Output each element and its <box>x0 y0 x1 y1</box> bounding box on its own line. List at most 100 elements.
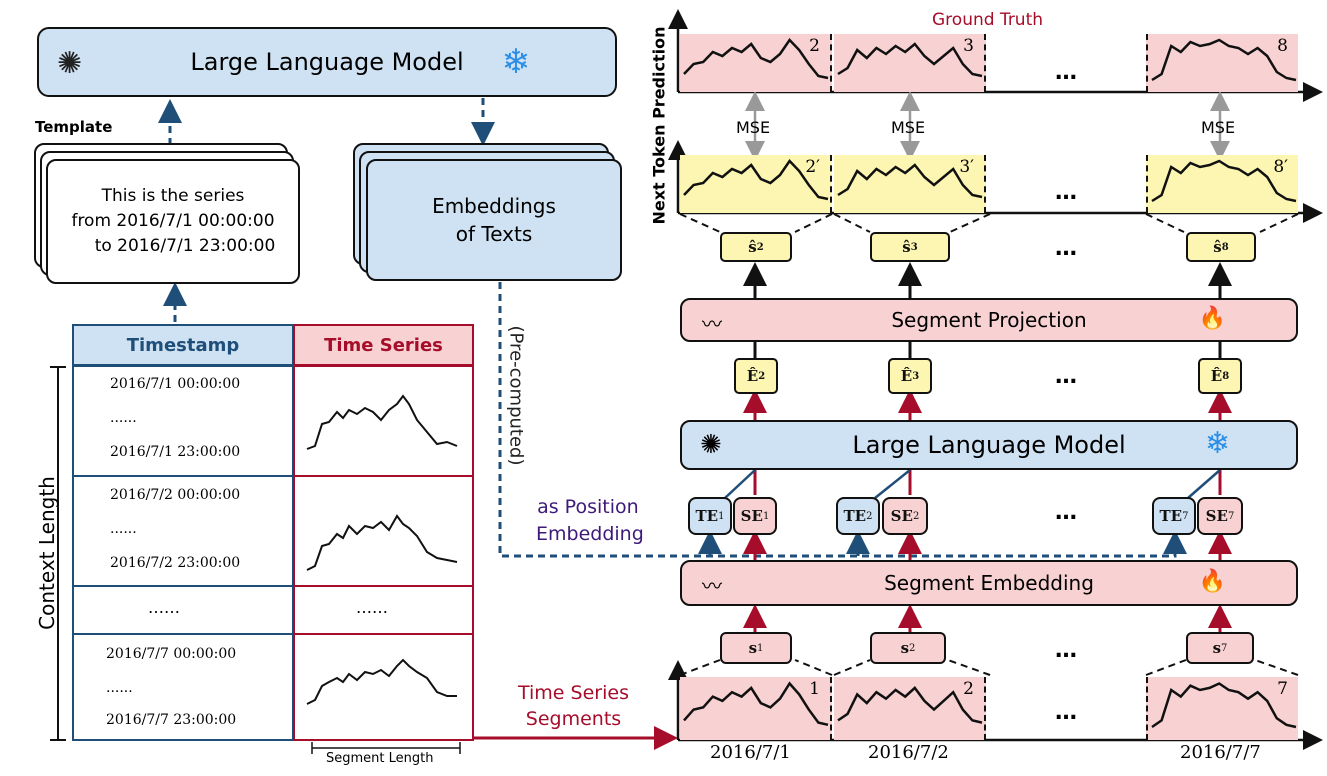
ellipsis-sin: … <box>1055 638 1077 663</box>
template-heading: Template <box>35 118 113 136</box>
ellipsis-left: …… <box>148 598 180 617</box>
ellipsis-shat: … <box>1055 236 1077 261</box>
sparkline-row2 <box>306 514 458 571</box>
openai-icon: ✺ <box>57 46 83 81</box>
segment-embedding-box: 〰 Segment Embedding 🔥 <box>680 560 1298 606</box>
mid-llm-box: ✺ Large Language Model ❄ <box>680 420 1298 470</box>
position-embedding-label: as Position Embedding <box>532 494 644 548</box>
pred-panel-1: 2′ <box>680 155 832 213</box>
fire-icon: 🔥 <box>1198 306 1226 331</box>
table-sparklines <box>306 394 458 705</box>
ts-segments-line1: Time Series <box>518 682 629 704</box>
input-panel-2: 2 <box>834 677 986 740</box>
panel-number: 7 <box>1277 679 1288 699</box>
precomputed-route <box>498 282 1187 558</box>
data-table: Timestamp Time Series 2016/7/1 00:00:00 … <box>72 324 474 741</box>
sparkline-row1 <box>306 394 458 450</box>
chart-icon-2: 〰 <box>702 574 722 598</box>
gt-panel-2: 3 <box>834 34 986 92</box>
panel-line <box>1151 38 1297 82</box>
ellipsis-tese: … <box>1055 500 1077 525</box>
ellipsis-input: … <box>1055 700 1077 725</box>
embeddings-card: Embeddings of Texts <box>366 159 622 281</box>
ground-truth-label: Ground Truth <box>932 10 1044 30</box>
template-line3: to 2016/7/1 23:00:00 <box>94 236 276 256</box>
fire-icon-2: 🔥 <box>1198 569 1226 594</box>
panel-number: 8 <box>1277 36 1288 56</box>
chart-icon: 〰 <box>702 312 722 336</box>
panel-line <box>1151 159 1297 203</box>
date-2: 2016/7/2 <box>868 742 949 763</box>
next-token-label: Next Token Prediction <box>649 26 669 225</box>
input-panel-3: 7 <box>1146 677 1298 740</box>
pred-panel-2: 3′ <box>834 155 986 213</box>
row1-start: 2016/7/1 00:00:00 <box>110 376 241 392</box>
row3-dots: ...... <box>106 680 133 696</box>
mse-label-3: MSE <box>1201 118 1236 137</box>
date-7: 2016/7/7 <box>1180 742 1261 763</box>
panel-line <box>683 681 829 727</box>
row2-end: 2016/7/2 23:00:00 <box>110 555 241 571</box>
panel-number: 2 <box>809 36 820 56</box>
panel-number: 8′ <box>1273 157 1288 177</box>
context-length-label: Context Length <box>34 476 59 630</box>
panel-number: 1 <box>809 679 820 699</box>
sparkline-row3 <box>306 658 457 705</box>
ellipsis-ehat: … <box>1055 364 1077 389</box>
ts-segments-label: Time Series Segments <box>518 680 629 732</box>
top-llm-box: ✺ Large Language Model ❄ <box>37 27 617 97</box>
date-1: 2016/7/1 <box>710 742 791 763</box>
position-embedding-line2: Embedding <box>536 523 644 545</box>
segment-length-label: Segment Length <box>326 751 434 766</box>
ellipsis-gt: … <box>1055 60 1077 85</box>
row3-start: 2016/7/7 00:00:00 <box>106 646 237 662</box>
top-llm-label: Large Language Model <box>190 48 464 76</box>
embeddings-line1: Embeddings <box>432 194 556 218</box>
row2-dots: ...... <box>110 521 137 537</box>
segment-embedding-label: Segment Embedding <box>884 571 1094 595</box>
mse-label-1: MSE <box>736 118 771 137</box>
panel-line <box>683 38 829 80</box>
template-line1: This is the series <box>101 186 245 206</box>
snowflake-icon: ❄ <box>501 42 531 82</box>
pred-panel-3: 8′ <box>1146 155 1298 213</box>
segment-projection-label: Segment Projection <box>891 308 1087 332</box>
input-panel-1: 1 <box>680 677 832 740</box>
row3-end: 2016/7/7 23:00:00 <box>106 712 237 728</box>
ts-segments-line2: Segments <box>525 708 622 730</box>
embeddings-line2: of Texts <box>455 222 533 246</box>
gt-panel-1: 2 <box>680 34 832 92</box>
panel-number: 2′ <box>805 157 820 177</box>
gt-panel-3: 8 <box>1146 34 1298 92</box>
row1-dots: ...... <box>110 410 137 426</box>
row2-start: 2016/7/2 00:00:00 <box>110 487 241 503</box>
row1-end: 2016/7/1 23:00:00 <box>110 444 241 460</box>
panel-line <box>837 163 983 199</box>
ellipsis-pred: … <box>1055 180 1077 205</box>
precomputed-label: (Pre-computed) <box>505 325 527 466</box>
panel-line <box>683 159 829 201</box>
position-embedding-line1: as Position <box>537 496 639 518</box>
panel-line <box>837 686 983 724</box>
mid-llm-label: Large Language Model <box>852 431 1126 459</box>
openai-icon-2: ✺ <box>700 430 722 460</box>
col-timestamp-header: Timestamp <box>72 324 294 366</box>
mse-label-2: MSE <box>891 118 926 137</box>
panel-number: 2 <box>963 679 974 699</box>
